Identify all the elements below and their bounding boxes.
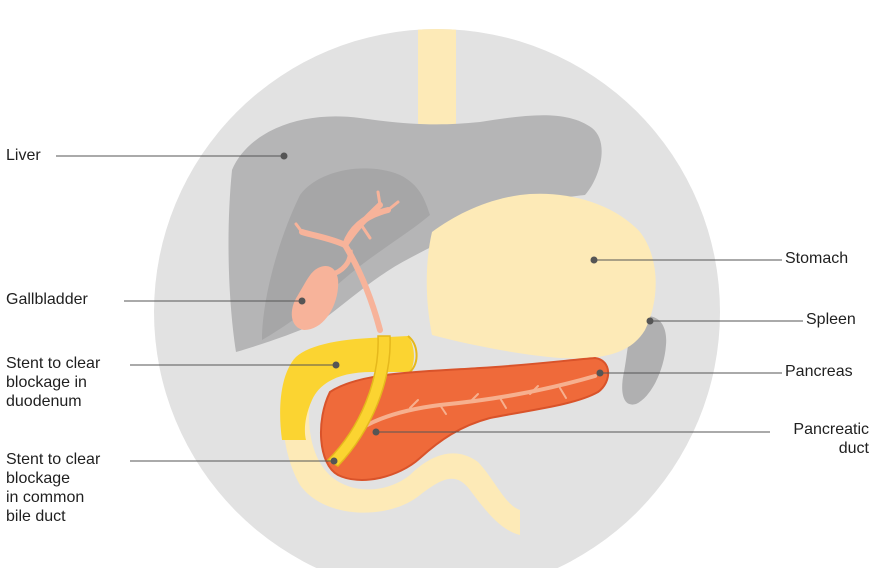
label-stomach: Stomach xyxy=(785,249,848,268)
label-stent-duodenum: Stent to clear blockage in duodenum xyxy=(6,354,100,411)
label-spleen: Spleen xyxy=(806,310,856,329)
label-stent-bile-duct: Stent to clear blockage in common bile d… xyxy=(6,450,100,526)
label-liver: Liver xyxy=(6,146,41,165)
label-gallbladder: Gallbladder xyxy=(6,290,88,309)
dot-gallbladder xyxy=(299,298,306,305)
dot-pancreas xyxy=(597,370,604,377)
stomach xyxy=(427,194,656,359)
label-pancreas: Pancreas xyxy=(785,362,853,381)
dot-liver xyxy=(281,153,288,160)
label-pancreatic-duct: Pancreatic duct xyxy=(793,420,869,458)
dot-pancreatic-duct xyxy=(373,429,380,436)
dot-spleen xyxy=(647,318,654,325)
dot-stent-duodenum xyxy=(333,362,340,369)
dot-stent-bile-duct xyxy=(331,458,338,465)
dot-stomach xyxy=(591,257,598,264)
